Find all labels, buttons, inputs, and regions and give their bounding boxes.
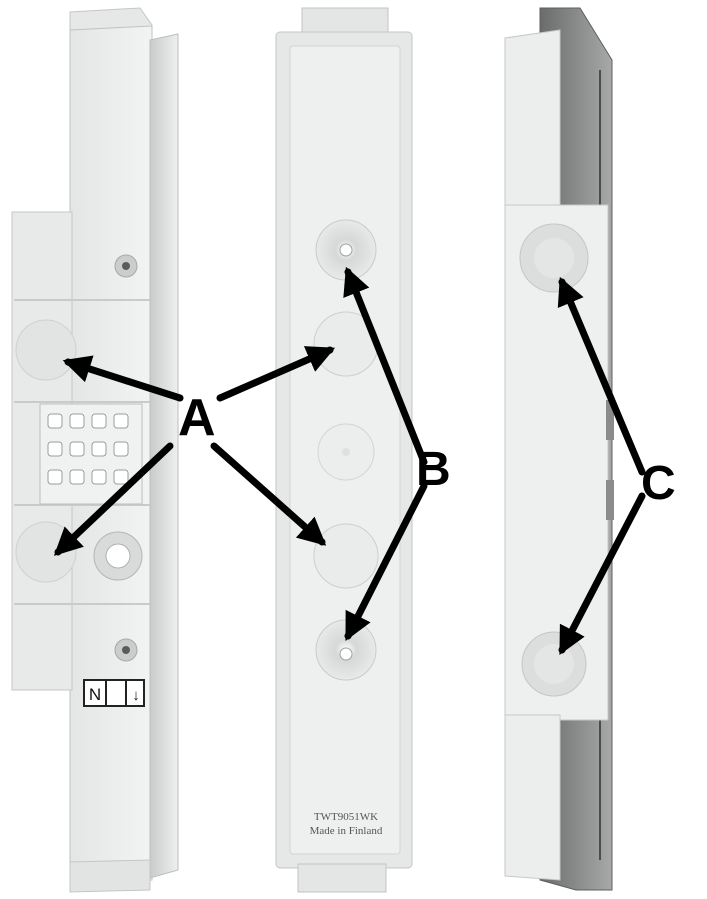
panel-c-housing [504,7,614,891]
made-in-text: Made in Finland [310,825,383,837]
label-strip-ground: ↓ [132,687,140,704]
model-number: TWT9051WK [314,811,378,823]
callout-label-a: A [178,389,216,447]
callout-arrows-a [53,346,336,556]
panel-b-housing [275,7,413,893]
callout-arrows-c [557,276,646,655]
callout-arrows-b [343,266,428,641]
callout-label-c: C [641,457,676,510]
label-strip-n: N [89,685,101,704]
terminal-block [39,403,143,505]
callout-label-b: B [416,443,451,496]
label-strip: N ↓ [83,679,145,707]
